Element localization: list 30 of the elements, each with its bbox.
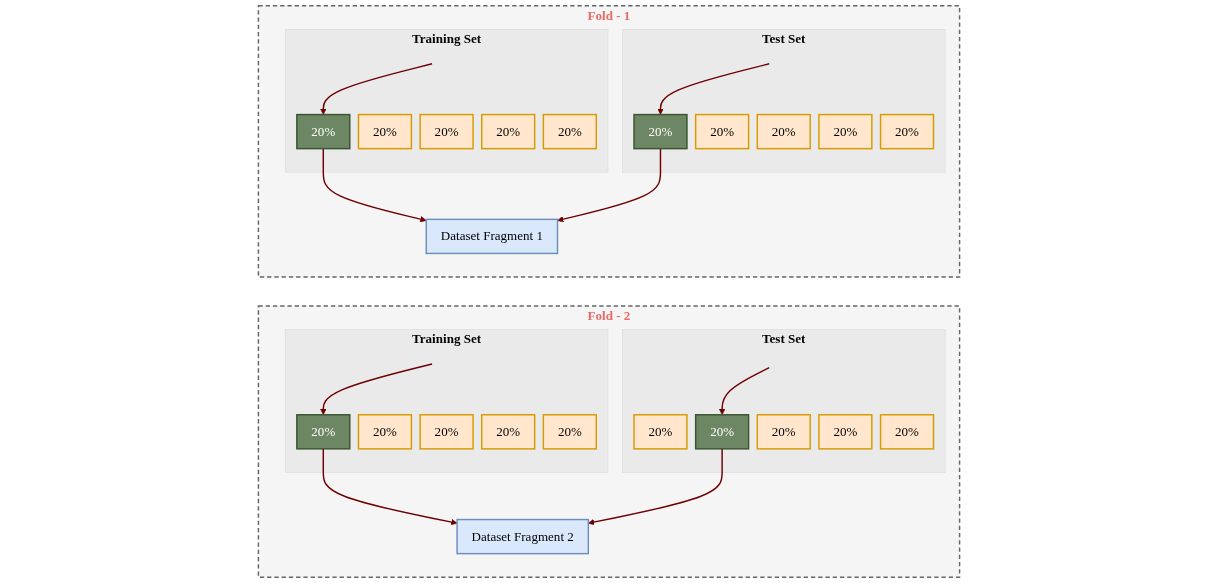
arrow [657, 63, 770, 115]
node-box: 20% [481, 414, 536, 450]
node-box: 20% [818, 414, 873, 450]
arrow [320, 63, 433, 115]
node-box: 20% [357, 414, 413, 450]
node-box: 20% [296, 414, 351, 450]
node-box: 20% [419, 113, 474, 150]
arrow [557, 147, 662, 223]
node-box: 20% [694, 414, 750, 450]
node-box: Dataset Fragment 1 [425, 218, 559, 255]
arrow [322, 147, 427, 223]
node-box: 20% [633, 113, 688, 150]
node-box: 20% [357, 113, 413, 150]
node-box: 20% [419, 414, 474, 450]
node-box: 20% [879, 414, 935, 450]
node-box: 20% [694, 113, 750, 150]
arrow [718, 366, 770, 416]
node-box: 20% [542, 113, 598, 150]
node-box: 20% [633, 414, 688, 450]
node-box: 20% [818, 113, 873, 150]
node-box: Dataset Fragment 2 [456, 518, 590, 555]
arrow [588, 448, 723, 526]
node-box: 20% [296, 113, 351, 150]
node-box: 20% [756, 113, 811, 150]
arrow [322, 448, 458, 526]
arrow [320, 363, 433, 416]
node-box: 20% [481, 113, 536, 150]
node-box: 20% [756, 414, 811, 450]
node-box: 20% [879, 113, 935, 150]
node-box: 20% [542, 414, 598, 450]
